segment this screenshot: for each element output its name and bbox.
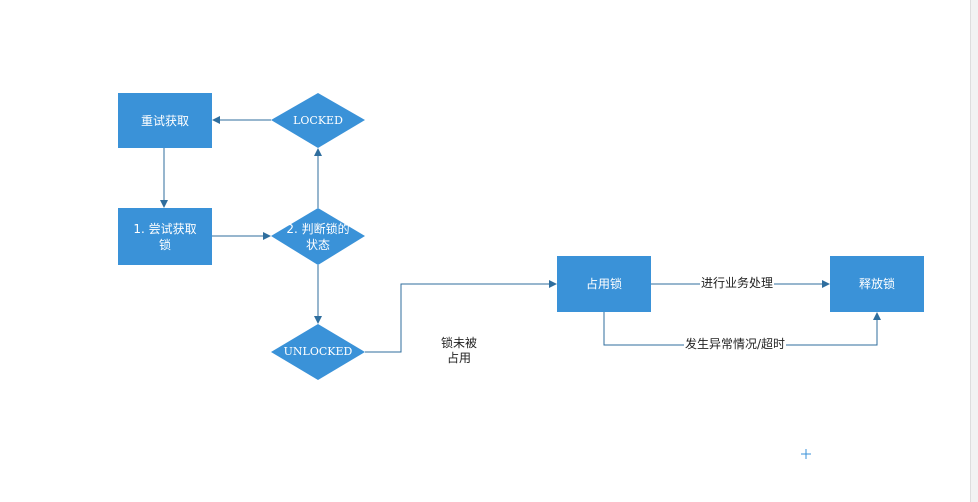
edge-unlocked-to-occupy (365, 280, 557, 353)
unlocked-diamond-label: UNLOCKED (283, 345, 353, 358)
locked-diamond-shape[interactable] (271, 93, 365, 148)
judge-diamond-shape[interactable] (271, 208, 365, 265)
edge-label-business: 进行业务处理 (700, 276, 775, 291)
retry-node-label: 重试获取 (140, 113, 189, 128)
release-node-shape[interactable] (830, 256, 924, 312)
edge-label-exception: 发生异常情况/超时 (684, 337, 787, 352)
unlocked-diamond-shape[interactable] (271, 324, 365, 380)
release-node-label: 释放锁 (858, 277, 895, 291)
judge-diamond-label: 2. 判断锁的 状态 (286, 221, 350, 252)
crosshair-icon (801, 449, 811, 459)
try-lock-node-shape[interactable] (118, 208, 212, 265)
occupy-node-shape[interactable] (557, 256, 651, 312)
edge-label-lock-free: 锁未被 占用 (440, 336, 477, 365)
occupy-node-label: 占用锁 (585, 277, 622, 291)
try-lock-node-label: 1. 尝试获取 锁 (133, 221, 197, 252)
retry-node-shape[interactable] (118, 93, 212, 148)
scrollbar[interactable] (970, 0, 978, 502)
locked-diamond-label: LOCKED (293, 113, 343, 127)
